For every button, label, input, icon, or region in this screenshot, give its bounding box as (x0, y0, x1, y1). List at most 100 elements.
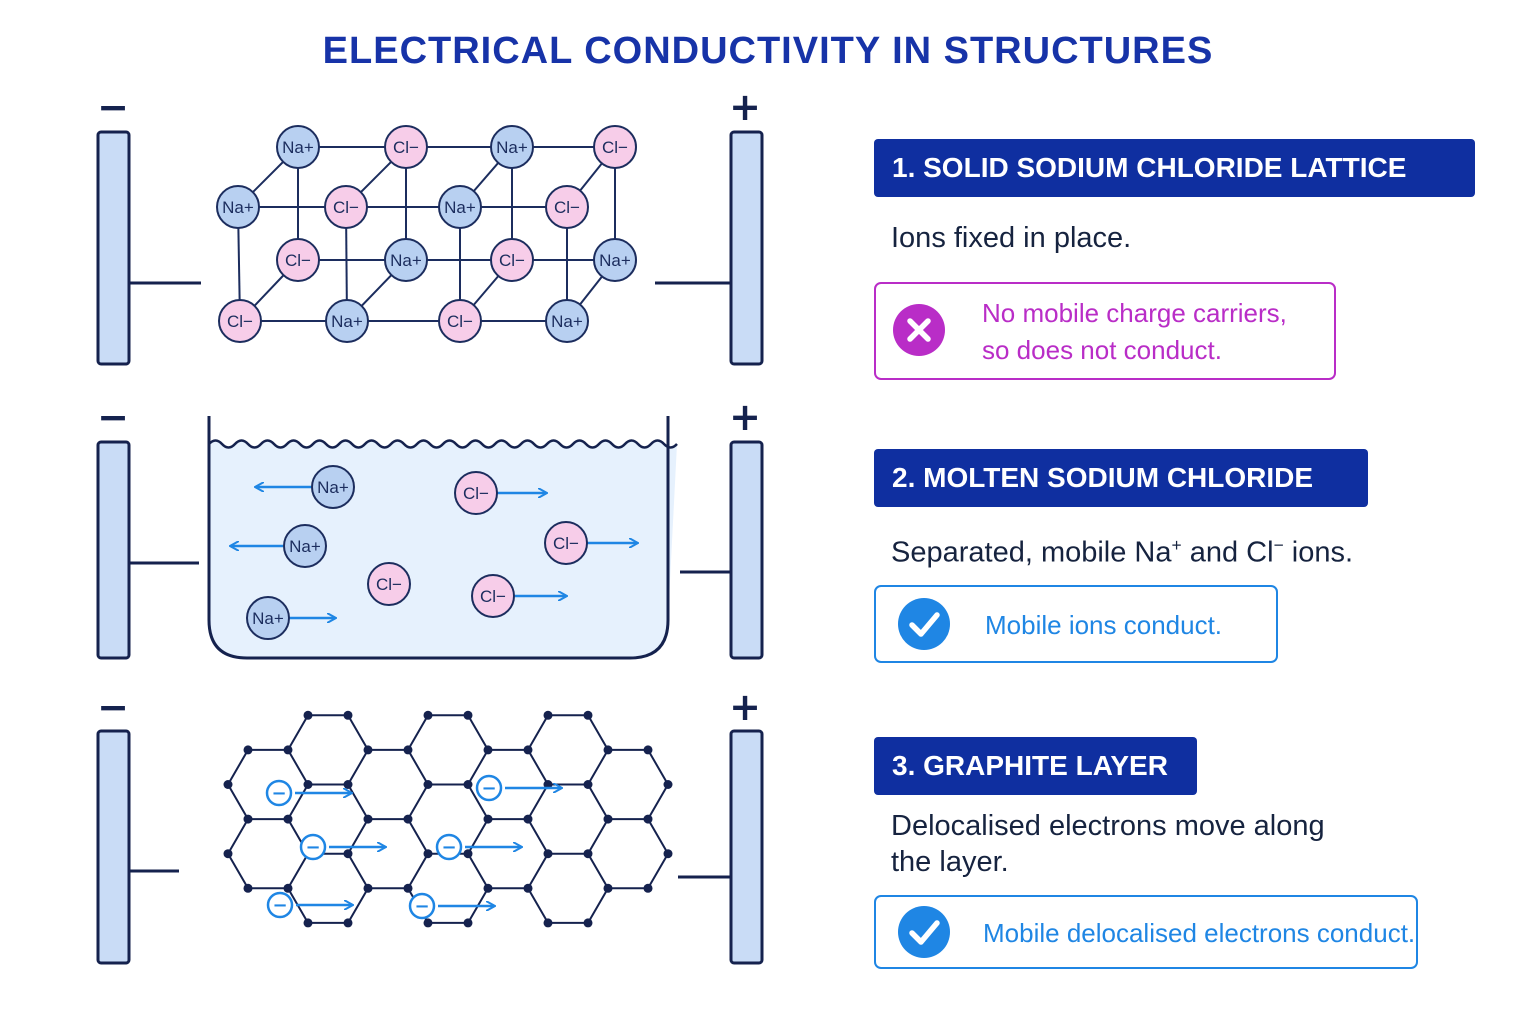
chloride-ion: Cl− (544, 521, 588, 565)
carbon-atom (283, 745, 293, 755)
carbon-atom (303, 918, 313, 928)
negative-electrode (96, 729, 131, 965)
carbon-atom (483, 745, 493, 755)
carbon-bond (347, 818, 369, 855)
carbon-bond (227, 749, 249, 786)
svg-text:Na+: Na+ (282, 138, 314, 157)
chloride-ion: Cl− (384, 125, 428, 169)
carbon-bond (587, 818, 609, 855)
positive-sign: + (729, 85, 761, 129)
carbon-bond (407, 783, 429, 820)
svg-text:Na+: Na+ (496, 138, 528, 157)
section-3-description-line-1: Delocalised electrons move along (891, 810, 1325, 842)
carbon-bond (347, 749, 369, 786)
svg-text:Na+: Na+ (252, 609, 284, 628)
sodium-ion: Na+ (246, 596, 290, 640)
svg-text:Na+: Na+ (222, 198, 254, 217)
carbon-atom (363, 814, 373, 824)
check-icon (898, 906, 950, 958)
carbon-atom (363, 745, 373, 755)
carbon-atom (243, 745, 253, 755)
carbon-atom (403, 745, 413, 755)
delocalised-electron: − (475, 774, 503, 802)
svg-text:Cl−: Cl− (553, 534, 579, 553)
page-title: ELECTRICAL CONDUCTIVITY IN STRUCTURES (322, 30, 1214, 72)
carbon-atom (403, 814, 413, 824)
carbon-atom (523, 745, 533, 755)
svg-text:Na+: Na+ (551, 312, 583, 331)
carbon-bond (227, 853, 249, 889)
svg-text:Na+: Na+ (444, 198, 476, 217)
carbon-atom (483, 814, 493, 824)
section-2-result-box: Mobile ions conduct. (874, 585, 1278, 663)
svg-text:−: − (272, 895, 287, 916)
chloride-ion: Cl− (438, 299, 482, 343)
carbon-bond (587, 714, 609, 751)
delocalised-electron: − (265, 779, 293, 807)
carbon-atom (343, 710, 353, 720)
solid-lattice-diagram: Na+Cl−Na+Cl−Cl−Na+Cl−Na+Na+Cl−Na+Cl−Cl−N… (216, 125, 637, 343)
molten-salt-diagram: Na+Cl−Na+Cl−Cl−Cl−Na+ (207, 416, 678, 660)
section-1-result-box: No mobile charge carriers, so does not c… (874, 282, 1336, 380)
carbon-bond (587, 887, 609, 924)
cross-icon (893, 304, 945, 356)
carbon-bond (347, 887, 369, 924)
section-3-result-box: Mobile delocalised electrons conduct. (874, 895, 1418, 969)
liquid-surface (208, 439, 678, 449)
positive-sign: + (729, 395, 761, 439)
carbon-atom (603, 745, 613, 755)
svg-text:Na+: Na+ (317, 478, 349, 497)
delocalised-electron: − (408, 892, 436, 920)
svg-text:Cl−: Cl− (499, 251, 525, 270)
carbon-atom (423, 849, 433, 859)
carbon-bond (227, 783, 249, 820)
carbon-atom (363, 883, 373, 893)
svg-text:Cl−: Cl− (554, 198, 580, 217)
carbon-bond (287, 853, 309, 889)
carbon-atom (603, 883, 613, 893)
svg-text:Cl−: Cl− (480, 587, 506, 606)
carbon-atom (643, 745, 653, 755)
carbon-atom (583, 918, 593, 928)
svg-text:Cl−: Cl− (227, 312, 253, 331)
svg-text:Cl−: Cl− (376, 575, 402, 594)
carbon-atom (583, 849, 593, 859)
section-2-header: 2. MOLTEN SODIUM CHLORIDE (874, 449, 1368, 507)
svg-text:Cl−: Cl− (285, 251, 311, 270)
carbon-bond (467, 818, 489, 855)
section-3-result-line-1: Mobile delocalised electrons conduct. (983, 918, 1416, 948)
carbon-atom (543, 918, 553, 928)
container (207, 416, 670, 660)
carbon-atom (343, 780, 353, 789)
section-3-description: Delocalised electrons move along the lay… (891, 808, 1325, 880)
svg-text:Na+: Na+ (289, 537, 321, 556)
sodium-ion: Na+ (311, 465, 355, 509)
carbon-bond (587, 853, 609, 889)
carbon-atom (463, 849, 473, 859)
carbon-bond (527, 887, 549, 924)
sodium-ion: Na+ (276, 125, 320, 169)
carbon-bond (527, 783, 549, 820)
carbon-atom (303, 710, 313, 720)
check-icon (898, 598, 950, 650)
section-3-description-line-2: the layer. (891, 846, 1009, 878)
positive-electrode (729, 729, 764, 965)
chloride-ion: Cl− (545, 185, 589, 229)
carbon-atom (583, 710, 593, 720)
carbon-atom (283, 814, 293, 824)
svg-text:Cl−: Cl− (447, 312, 473, 331)
negative-sign: − (97, 395, 129, 439)
carbon-atom (423, 710, 433, 720)
section-1-description: Ions fixed in place. (891, 222, 1132, 254)
carbon-atom (223, 780, 233, 789)
carbon-atom (583, 780, 593, 789)
carbon-bond (647, 783, 669, 820)
positive-electrode (729, 130, 764, 366)
carbon-bond (527, 714, 549, 751)
carbon-atom (303, 780, 313, 789)
positive-electrode (729, 440, 764, 660)
carbon-atom (343, 918, 353, 928)
delocalised-electron: − (299, 833, 327, 861)
carbon-bond (347, 714, 369, 751)
carbon-bond (527, 853, 549, 889)
